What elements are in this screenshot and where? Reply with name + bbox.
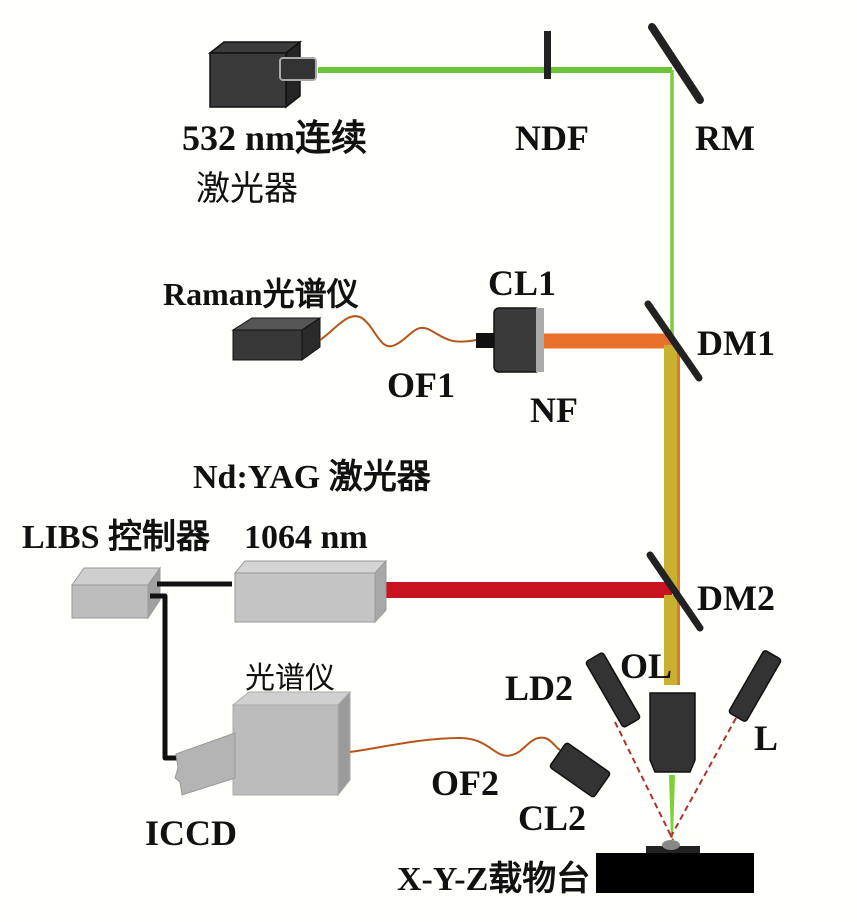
- dm1-mirror: [644, 300, 703, 382]
- label-ol: OL: [620, 646, 672, 686]
- focused-green-beam: [669, 775, 675, 838]
- label-ld2: LD2: [505, 668, 573, 708]
- cable-controller-to-iccd: [150, 593, 182, 761]
- label-spectrometer: 光谱仪: [245, 661, 335, 696]
- dm2-mirror: [646, 551, 704, 632]
- label-rm: RM: [695, 118, 755, 158]
- optical-fiber-of1: [319, 315, 477, 348]
- mixed-beam-edge-2: [677, 595, 680, 685]
- iccd-camera: [174, 732, 236, 796]
- laser-532nm: [207, 40, 317, 109]
- libs-controller: [71, 566, 161, 620]
- watermark: 搜狐号@武汉华创智联光电: [630, 896, 834, 916]
- mixed-beam-vertical-2: [664, 595, 680, 685]
- l-component: [728, 650, 782, 722]
- ld2-component: [585, 652, 641, 728]
- xyz-stage: [596, 840, 754, 893]
- raman-spectrometer: [231, 317, 322, 361]
- label-1064nm: 1064 nm: [244, 519, 368, 556]
- mixed-beam-vertical-1: [664, 345, 680, 593]
- label-ndyag: Nd:YAG 激光器: [193, 458, 432, 496]
- label-ndf: NDF: [515, 118, 589, 158]
- label-laser532-line2: 激光器: [196, 169, 298, 209]
- collimator-cl1: [476, 307, 544, 373]
- label-dm1: DM1: [697, 323, 775, 363]
- label-nf: NF: [530, 390, 578, 430]
- collimator-cl2: [549, 742, 611, 798]
- label-libs-controller: LIBS 控制器: [22, 518, 211, 556]
- dashed-line-l: [668, 717, 737, 841]
- label-dm2: DM2: [697, 578, 775, 618]
- label-cl1: CL1: [488, 263, 556, 303]
- label-laser532-line1: 532 nm连续: [182, 118, 367, 158]
- optical-fiber-of2: [349, 736, 561, 757]
- dashed-line-ld2: [614, 721, 674, 841]
- label-raman-spectrometer: Raman光谱仪: [163, 276, 359, 312]
- label-cl2: CL2: [518, 798, 586, 838]
- objective-lens-ol: [649, 692, 696, 773]
- ndf-filter: [544, 31, 551, 79]
- ndyag-laser: [233, 559, 388, 624]
- label-iccd: ICCD: [145, 813, 237, 853]
- label-stage: X-Y-Z载物台: [397, 860, 590, 898]
- spectrometer: [231, 690, 352, 797]
- rm-mirror: [648, 23, 704, 104]
- label-of2: OF2: [431, 763, 499, 803]
- mixed-beam-edge-1: [677, 345, 680, 593]
- label-l: L: [754, 718, 778, 758]
- label-of1: OF1: [387, 365, 455, 405]
